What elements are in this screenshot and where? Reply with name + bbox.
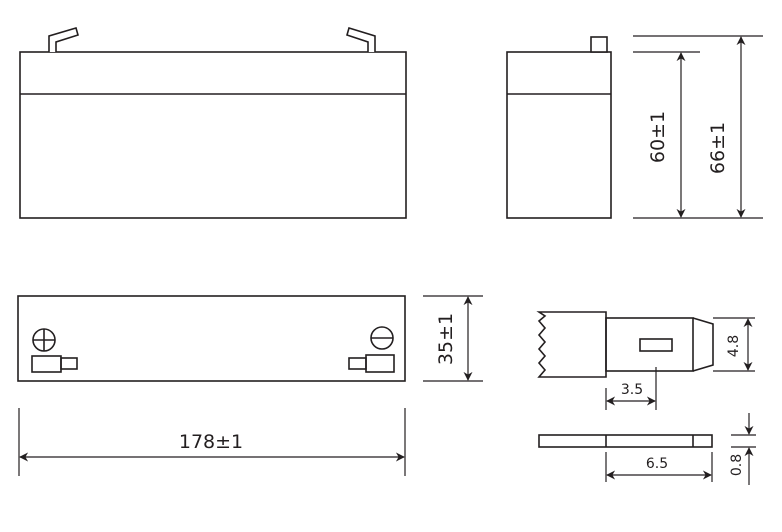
dim-label-tab-thickness: 0.8	[729, 454, 745, 476]
positive-tab-icon	[31, 355, 62, 373]
dim-label-tab-width: 4.8	[726, 335, 742, 357]
dim-label-hole-offset: 3.5	[621, 382, 643, 398]
side-view: 60±1 66±1	[506, 35, 763, 219]
dim-label-tab-length: 6.5	[646, 456, 668, 472]
dim-label-length: 178±1	[179, 431, 243, 453]
terminal-side-detail: 6.5 0.8	[538, 413, 756, 485]
terminal-detail: 4.8 3.5	[536, 311, 755, 410]
terminal-tab-tip	[692, 317, 714, 372]
terminal-side-outline	[538, 434, 713, 448]
terminal-tab-outline	[605, 317, 694, 372]
negative-terminal	[348, 326, 395, 373]
dim-label-width: 35±1	[435, 313, 457, 365]
front-view	[19, 26, 407, 219]
side-case-outline	[506, 51, 612, 219]
negative-tab-icon	[365, 354, 395, 373]
terminal-tab-hole	[639, 338, 673, 352]
positive-terminal	[31, 328, 78, 373]
front-case-outline	[19, 51, 407, 219]
front-terminal-left-icon	[48, 27, 79, 52]
side-terminal-icon	[590, 36, 608, 53]
dim-label-height-total: 66±1	[707, 122, 729, 174]
dim-label-height-case: 60±1	[647, 111, 669, 163]
terminal-body-break-icon	[536, 311, 607, 378]
top-case-outline	[17, 295, 406, 382]
top-view: 35±1 178±1	[17, 295, 483, 476]
front-terminal-right-icon	[346, 26, 376, 52]
